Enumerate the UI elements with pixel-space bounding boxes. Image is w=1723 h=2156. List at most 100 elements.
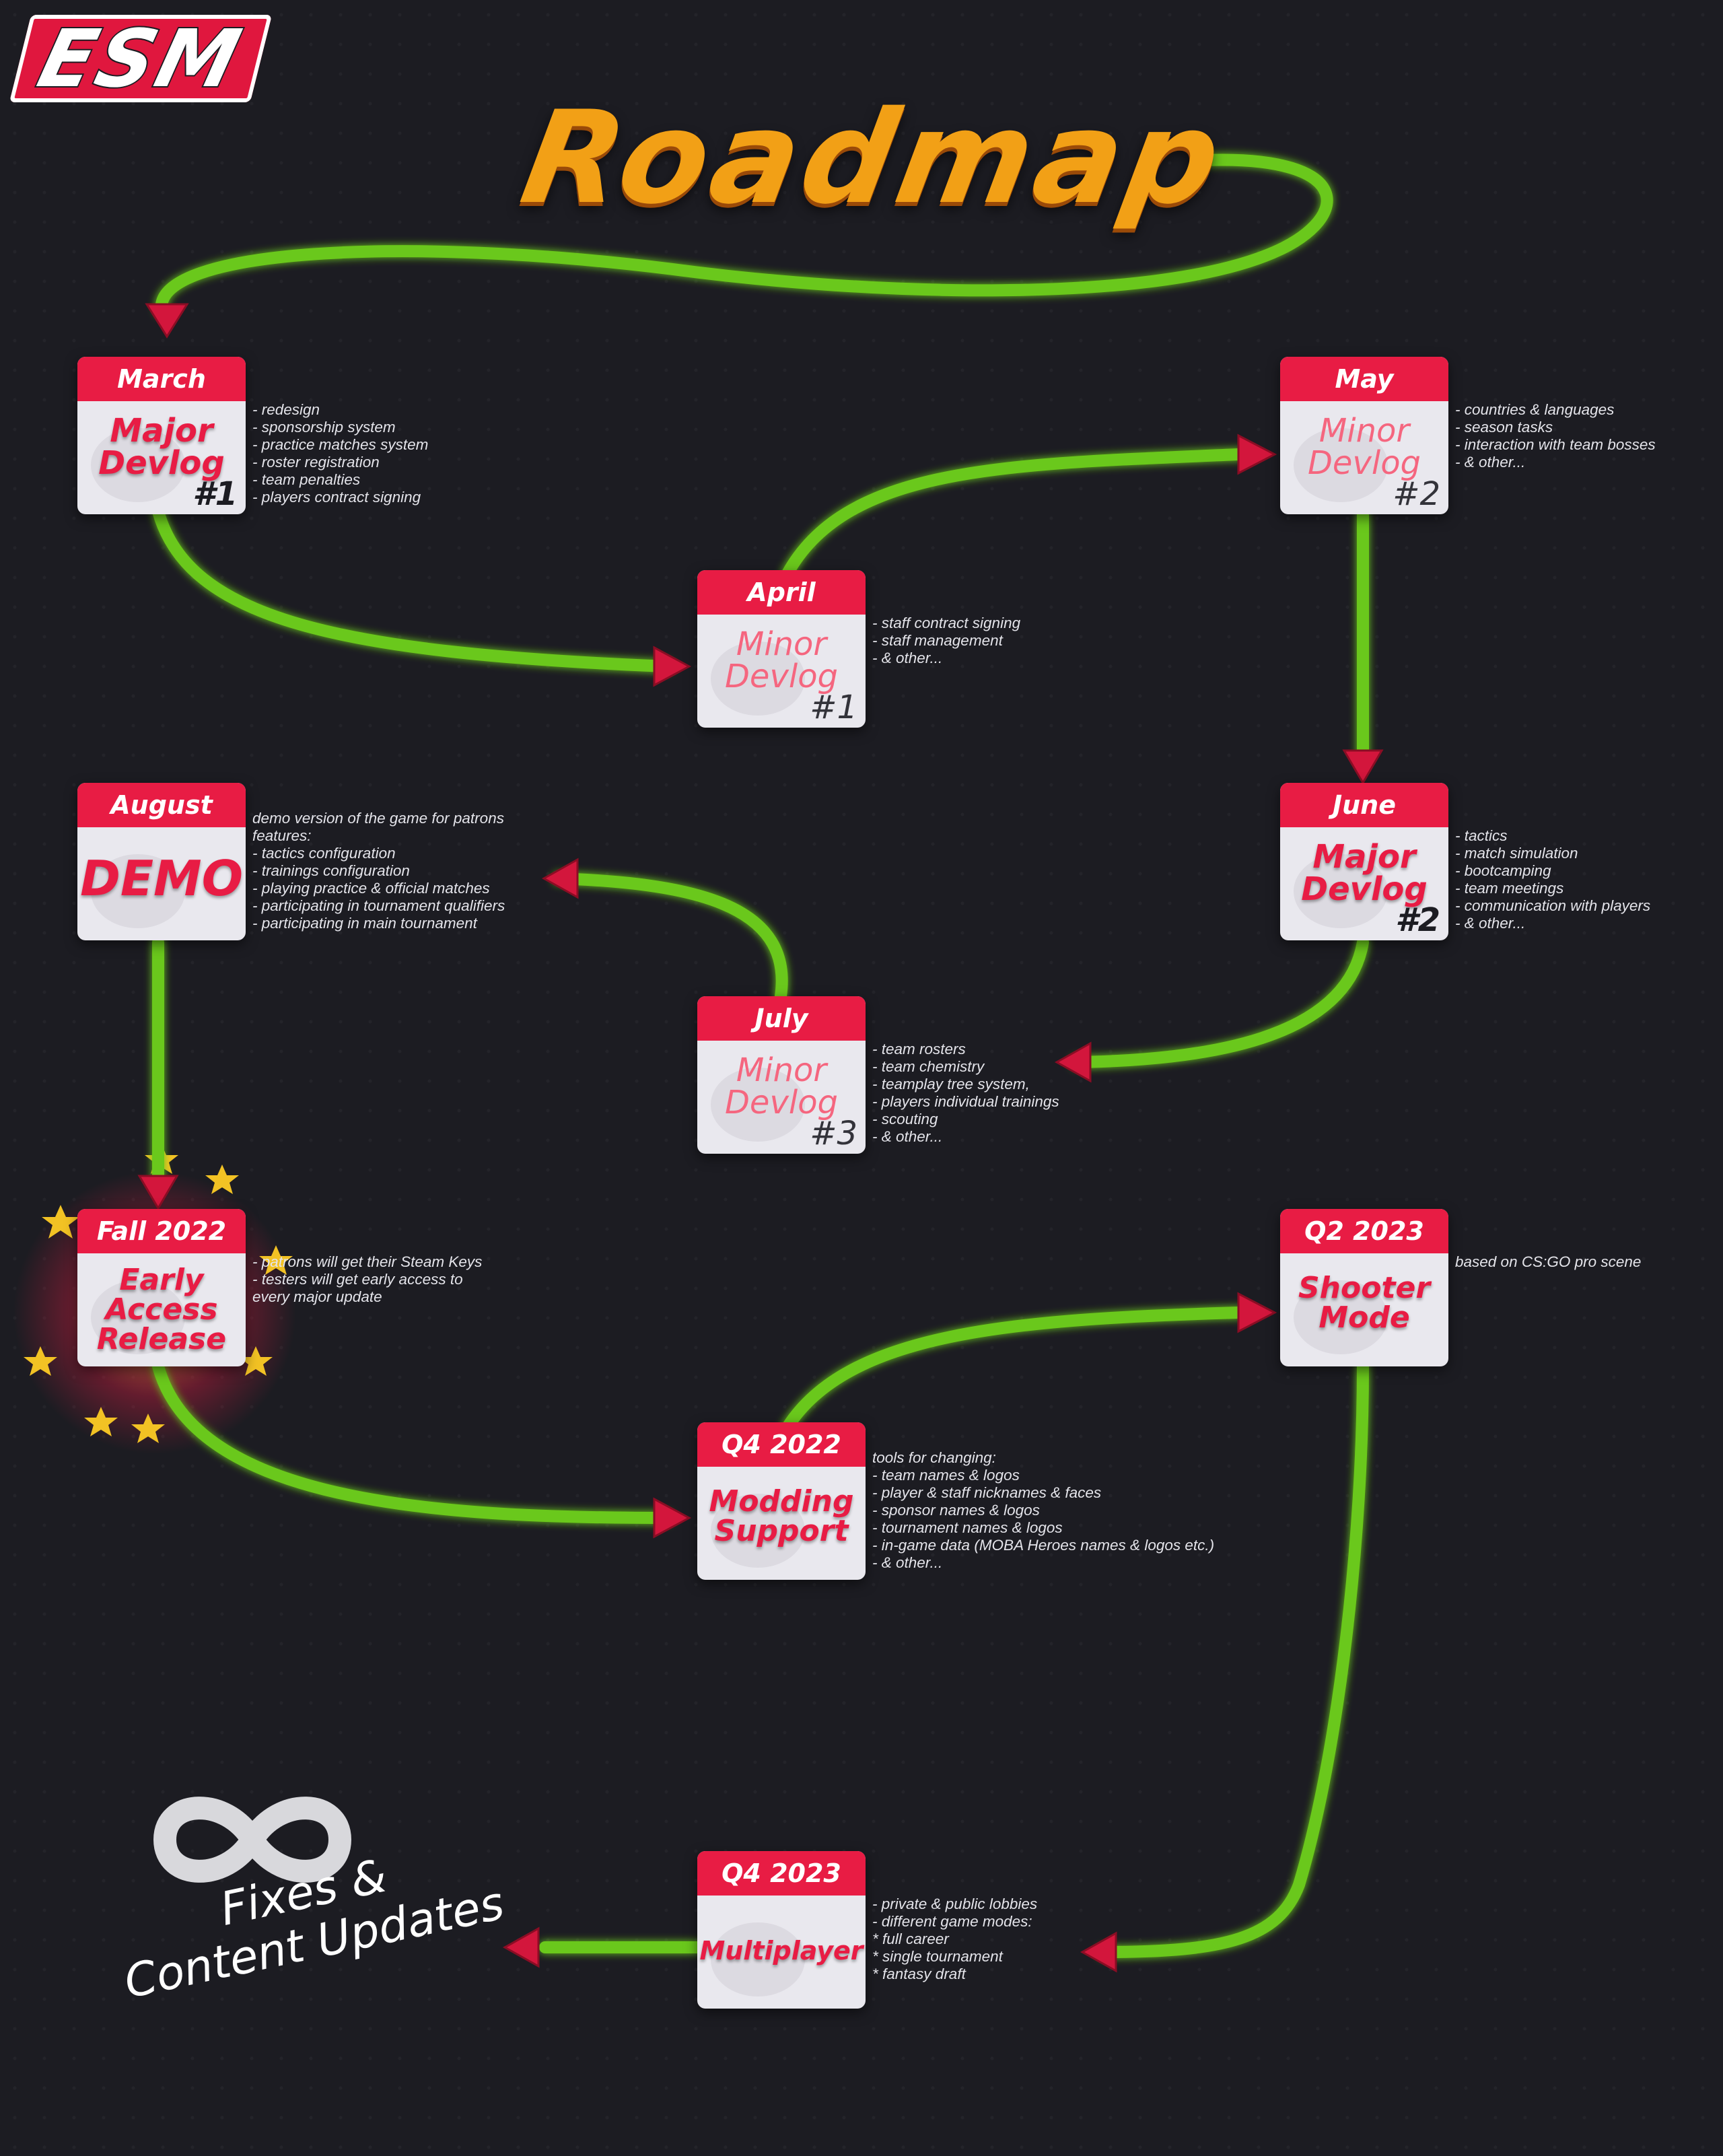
desc-item: - team names & logos xyxy=(872,1467,1020,1484)
desc-item: features: xyxy=(252,827,312,844)
desc-item: - sponsorship system xyxy=(252,419,396,436)
milestone-date: August xyxy=(77,783,246,827)
milestone-description-july: - team rosters - team chemistry - teampl… xyxy=(872,1041,1059,1146)
milestone-date: March xyxy=(77,357,246,401)
desc-item: based on CS:GO pro scene xyxy=(1455,1253,1642,1270)
desc-item: - teamplay tree system, xyxy=(872,1076,1030,1092)
desc-item: - redesign xyxy=(252,401,320,418)
milestone-name-line: Devlog xyxy=(724,658,839,695)
milestone-date: April xyxy=(697,570,866,615)
milestone-name-line: Modding xyxy=(709,1484,854,1519)
desc-item: - practice matches system xyxy=(252,436,429,453)
milestone-number: #2 xyxy=(1393,475,1440,513)
desc-item: every major update xyxy=(252,1288,382,1305)
milestone-description-may: - countries & languages - season tasks -… xyxy=(1455,401,1656,471)
desc-item: - & other... xyxy=(1455,454,1526,471)
desc-item: - roster registration xyxy=(252,454,380,471)
desc-item: - team penalties xyxy=(252,471,361,488)
milestone-card-august: August DEMO xyxy=(77,783,246,940)
logo-text: ESM xyxy=(28,11,252,106)
desc-item: - private & public lobbies xyxy=(872,1896,1038,1912)
desc-item: - players contract signing xyxy=(252,489,421,506)
milestone-description-q4-2023: - private & public lobbies - different g… xyxy=(872,1896,1037,1983)
desc-item: - different game modes: xyxy=(872,1913,1032,1930)
desc-item: - in-game data (MOBA Heroes names & logo… xyxy=(872,1537,1215,1554)
milestone-name-line: Devlog xyxy=(724,1084,839,1121)
milestone-card-q4-2023: Q4 2023 Multiplayer xyxy=(697,1851,866,2009)
milestone-name-line: Early xyxy=(119,1263,204,1297)
milestone-name-line: Devlog xyxy=(1307,444,1421,482)
desc-item: - & other... xyxy=(872,1554,943,1571)
milestone-number: #2 xyxy=(1395,901,1440,939)
milestone-date: Fall 2022 xyxy=(77,1209,246,1253)
desc-item: - player & staff nicknames & faces xyxy=(872,1484,1102,1501)
desc-item: - scouting xyxy=(872,1111,938,1127)
milestone-date: May xyxy=(1280,357,1448,401)
milestone-name: DEMO xyxy=(80,850,243,907)
desc-item: - team rosters xyxy=(872,1041,966,1057)
desc-item: - players individual trainings xyxy=(872,1093,1059,1110)
desc-item: * single tournament xyxy=(872,1948,1003,1965)
desc-item: - patrons will get their Steam Keys xyxy=(252,1253,483,1270)
milestone-name-line: Devlog xyxy=(1301,870,1428,908)
milestone-description-march: - redesign - sponsorship system - practi… xyxy=(252,401,428,506)
milestone-description-june: - tactics - match simulation - bootcampi… xyxy=(1455,827,1650,932)
desc-item: * fantasy draft xyxy=(872,1966,966,1982)
esm-logo: ESM xyxy=(9,11,273,106)
milestone-date: Q4 2022 xyxy=(697,1422,866,1467)
connector-arrowheads xyxy=(137,303,1384,1973)
desc-item: - sponsor names & logos xyxy=(872,1502,1040,1519)
desc-item: demo version of the game for patrons xyxy=(252,810,504,827)
desc-item: tools for changing: xyxy=(872,1449,996,1466)
milestone-date: Q2 2023 xyxy=(1280,1209,1448,1253)
connector-paths xyxy=(152,153,1369,1958)
desc-item: - season tasks xyxy=(1455,419,1553,436)
milestone-number: #1 xyxy=(810,689,857,726)
desc-item: - tactics xyxy=(1455,827,1508,844)
desc-item: - testers will get early access to xyxy=(252,1271,463,1288)
milestone-name-line: Minor xyxy=(736,1051,827,1089)
desc-item: - staff management xyxy=(872,632,1003,649)
desc-item: - team chemistry xyxy=(872,1058,985,1075)
desc-item: - team meetings xyxy=(1455,880,1564,897)
milestone-name-line: Major xyxy=(110,412,213,450)
milestone-date: July xyxy=(697,996,866,1041)
desc-item: - & other... xyxy=(872,650,943,666)
desc-item: - staff contract signing xyxy=(872,615,1021,631)
infinity-icon xyxy=(153,1797,351,1883)
milestone-name-line: Release xyxy=(96,1322,227,1356)
desc-item: - match simulation xyxy=(1455,845,1578,862)
milestone-description-fall-2022: - patrons will get their Steam Keys - te… xyxy=(252,1253,482,1306)
milestone-number: #1 xyxy=(192,475,238,513)
desc-item: - bootcamping xyxy=(1455,862,1551,879)
desc-item: - countries & languages xyxy=(1455,401,1615,418)
desc-item: - trainings configuration xyxy=(252,862,410,879)
milestone-name-line: Minor xyxy=(1318,412,1410,450)
milestone-name-line: Devlog xyxy=(98,444,225,482)
milestone-name-line: Access xyxy=(105,1292,218,1327)
milestone-number: #3 xyxy=(810,1115,857,1152)
milestone-name-line: Shooter xyxy=(1298,1271,1431,1305)
roadmap-title: Roadmap xyxy=(512,83,1236,232)
desc-item: - & other... xyxy=(1455,915,1526,932)
milestone-name-line: Major xyxy=(1312,838,1416,876)
desc-item: * full career xyxy=(872,1931,949,1947)
milestone-name-line: Minor xyxy=(736,625,827,663)
desc-item: - & other... xyxy=(872,1128,943,1145)
